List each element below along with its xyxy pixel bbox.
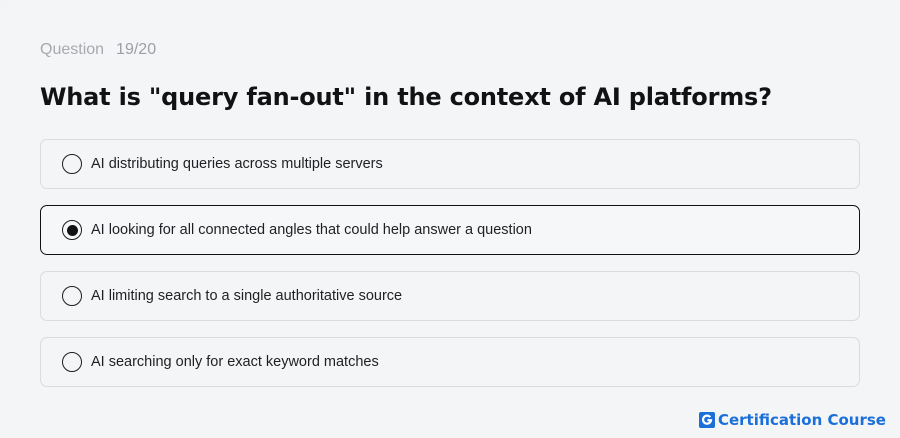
answer-option-label: AI distributing queries across multiple … xyxy=(91,156,383,172)
answer-option-label: AI looking for all connected angles that… xyxy=(91,222,532,238)
brand-name: Certification Course xyxy=(717,411,886,429)
radio-button[interactable] xyxy=(62,286,82,306)
answer-option[interactable]: AI looking for all connected angles that… xyxy=(40,205,860,255)
answer-option[interactable]: AI distributing queries across multiple … xyxy=(40,139,860,189)
g-logo-icon xyxy=(698,412,715,428)
question-counter-label: Question xyxy=(40,41,105,58)
answer-option[interactable]: AI searching only for exact keyword matc… xyxy=(40,337,860,387)
question-progress: 19/20 xyxy=(116,41,157,58)
radio-button[interactable] xyxy=(62,154,82,174)
radio-dot-icon xyxy=(66,224,78,236)
answer-options: AI distributing queries across multiple … xyxy=(40,139,860,403)
radio-button[interactable] xyxy=(62,352,82,372)
answer-option-label: AI searching only for exact keyword matc… xyxy=(91,354,379,370)
brand-logo: Certification Course xyxy=(698,410,886,430)
radio-button-selected[interactable] xyxy=(62,220,82,240)
question-title: What is "query fan-out" in the context o… xyxy=(40,83,772,111)
answer-option[interactable]: AI limiting search to a single authorita… xyxy=(40,271,860,321)
question-counter: Question 19/20 xyxy=(40,40,156,60)
answer-option-label: AI limiting search to a single authorita… xyxy=(91,288,403,304)
